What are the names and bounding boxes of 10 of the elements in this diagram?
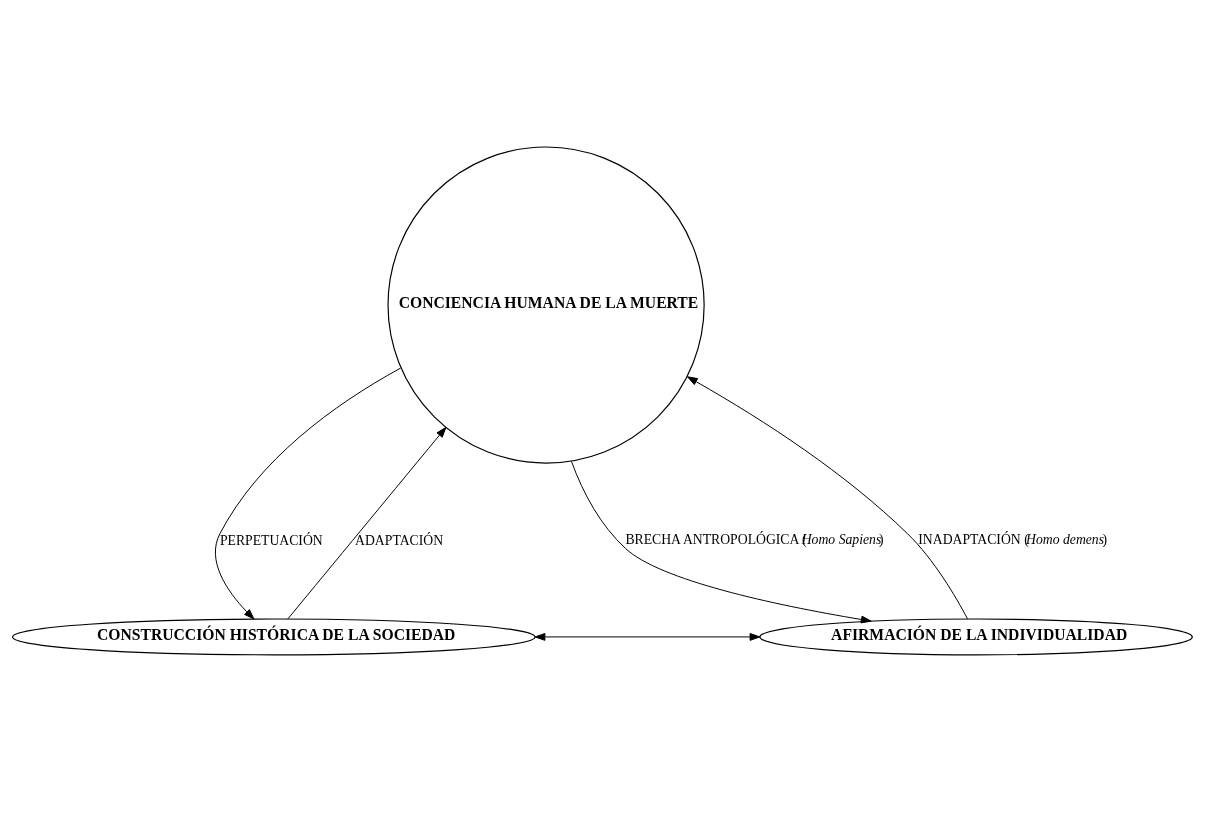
arrow (687, 376, 968, 620)
node-circle: CONCIENCIA HUMANA DE LA MUERTE (387, 146, 705, 464)
node-ellipse: CONSTRUCCIÓN HISTÓRICA DE LA SOCIEDAD (12, 618, 536, 656)
arrow (571, 460, 872, 624)
arrow (214, 367, 402, 620)
arrow (534, 633, 761, 641)
edge-label: ADAPTACIÓN (355, 532, 444, 548)
arrow (287, 427, 447, 620)
node-ellipse: AFIRMACIÓN DE LA INDIVIDUALIDAD (759, 618, 1193, 656)
edge-label: PERPETUACIÓN (219, 532, 323, 548)
